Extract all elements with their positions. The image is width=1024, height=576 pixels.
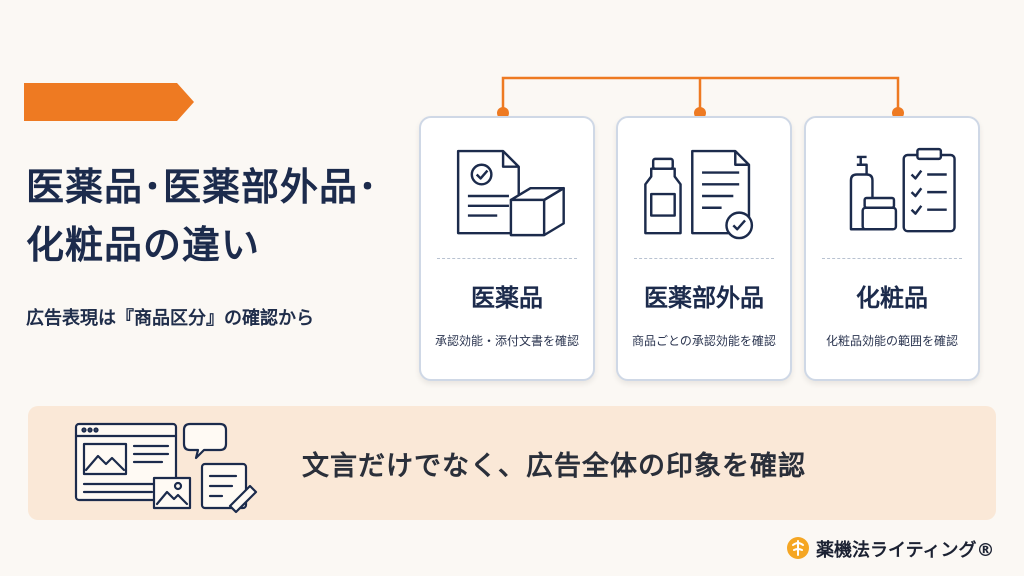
brand-mark-icon xyxy=(787,537,809,559)
card-title: 医薬品 xyxy=(471,284,543,312)
section-tag xyxy=(24,83,194,121)
bottom-banner: 文言だけでなく、広告全体の印象を確認 xyxy=(28,406,996,520)
card-title: 医薬部外品 xyxy=(644,284,764,312)
card-divider xyxy=(437,258,577,259)
card-description: 化粧品効能の範囲を確認 xyxy=(825,334,958,348)
banner-message: 文言だけでなく、広告全体の印象を確認 xyxy=(302,451,806,482)
category-card-quasi-drug: 医薬部外品 商品ごとの承認効能を確認 xyxy=(616,116,792,381)
page-title: 医薬品･医薬部外品･ 化粧品の違い xyxy=(26,158,378,274)
brand-name: 薬機法ライティング® xyxy=(816,540,995,561)
category-card-cosmetics: 化粧品 化粧品効能の範囲を確認 xyxy=(804,116,980,381)
connector-lines xyxy=(497,76,904,119)
category-card-pharmaceutical: 医薬品 承認効能・添付文書を確認 xyxy=(419,116,595,381)
web-ad-illustration-icon xyxy=(74,422,258,514)
card-title: 化粧品 xyxy=(856,284,928,312)
card-divider xyxy=(634,258,774,259)
card-description: 商品ごとの承認効能を確認 xyxy=(632,334,776,348)
bottle-and-document-check-icon xyxy=(644,149,754,240)
title-line-2: 化粧品の違い xyxy=(26,223,261,267)
cosmetics-and-checklist-icon xyxy=(849,147,956,233)
card-description: 承認効能・添付文書を確認 xyxy=(434,334,579,348)
card-divider xyxy=(822,258,962,259)
document-and-box-icon xyxy=(456,149,565,237)
subtitle: 広告表現は『商品区分』の確認から xyxy=(26,308,314,329)
title-line-1: 医薬品･医薬部外品･ xyxy=(26,165,379,209)
